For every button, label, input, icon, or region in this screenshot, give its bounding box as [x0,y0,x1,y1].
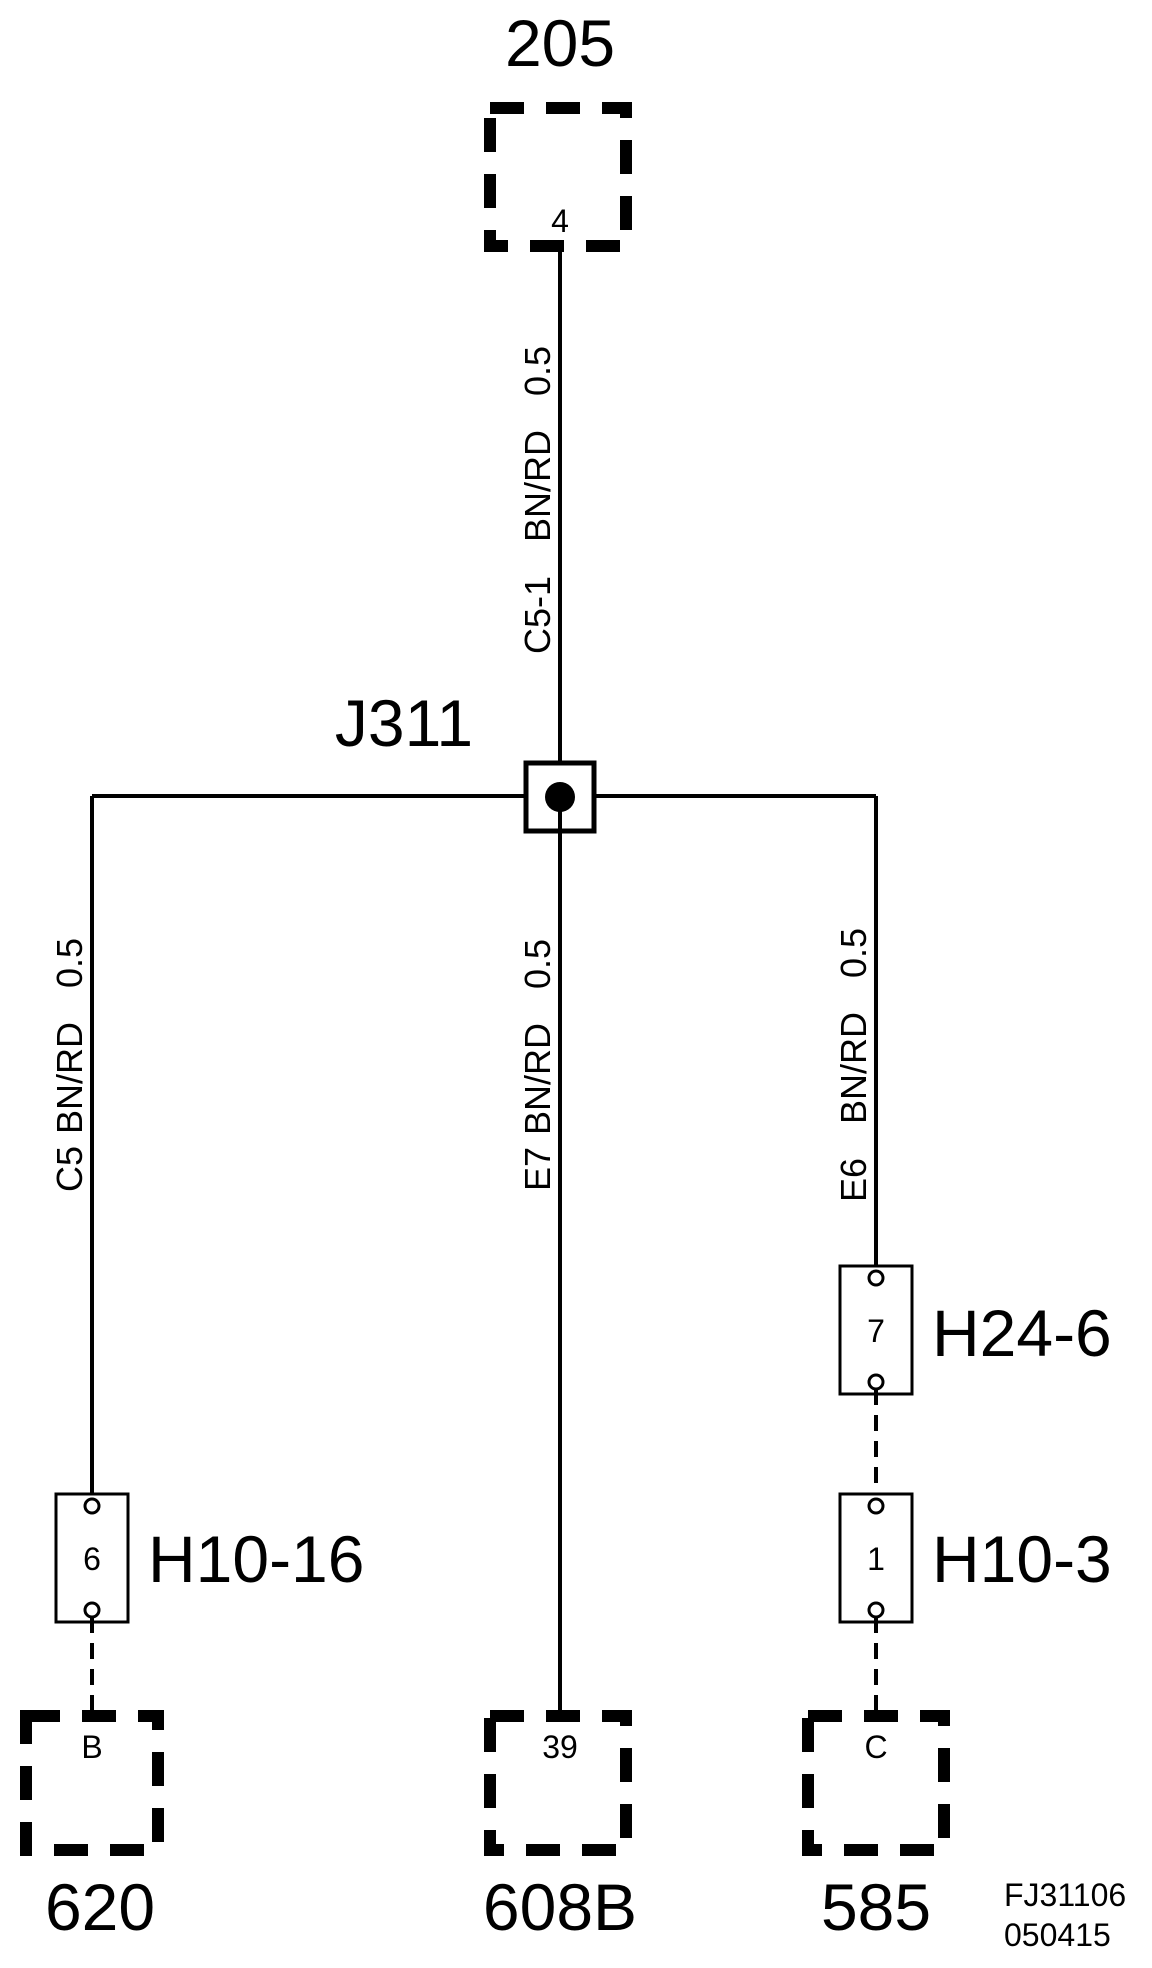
connector-h10-3-pin-label: 1 [867,1541,885,1577]
wire-e7-label: E7BN/RD0.5 [517,939,558,1191]
connector-h10-3-pin-top [867,1497,885,1515]
module-205-label: 205 [505,6,615,80]
connector-h10-16-body [54,1492,130,1624]
module-608b-label: 608B [483,1870,637,1944]
connector-h24-6-pin-label: 7 [867,1313,885,1349]
connector-h10-16-label: H10-16 [148,1522,364,1596]
connector-h10-16: 6 H10-16 [54,1492,364,1624]
connector-h24-6-pin-top [867,1269,885,1287]
module-585-pin: C [864,1729,887,1765]
drawing-code-line-1: FJ31106 [1004,1877,1126,1913]
wire-e6-label: E6BN/RD0.5 [833,928,874,1202]
connector-h10-16-pin-label: 6 [83,1541,101,1577]
module-608b-pin: 39 [542,1729,578,1765]
module-205: 205 4 [484,6,632,252]
splice-j311-label: J311 [335,686,473,760]
connector-h10-3-pin-bottom [867,1601,885,1619]
module-608b-box [484,1710,632,1856]
module-585: C 585 [802,1710,950,1944]
connector-h10-16-pin-top [83,1497,101,1515]
module-608b: 39 608B [483,1710,637,1944]
module-620-box [20,1710,164,1856]
connector-h10-16-pin-bottom [83,1601,101,1619]
module-205-pin: 4 [551,203,569,239]
connector-h10-3-body [838,1492,914,1624]
wire-c5-1: C5-1BN/RD0.5 [517,244,562,796]
wire-e7: E7BN/RD0.5 [517,796,562,1716]
connector-h24-6-pin-bottom [867,1373,885,1391]
wire-c5-label: C5BN/RD0.5 [49,938,90,1192]
splice-j311: J311 [92,686,876,834]
drawing-code-line-2: 050415 [1004,1917,1111,1953]
connector-h24-6-label: H24-6 [932,1296,1112,1370]
connector-h10-3: 1 H10-3 [838,1492,1112,1624]
connector-h10-3-label: H10-3 [932,1522,1112,1596]
module-585-label: 585 [821,1870,931,1944]
module-585-box [802,1710,950,1856]
wire-e6: E6BN/RD0.5 [833,796,878,1266]
wire-c5: C5BN/RD0.5 [49,796,94,1496]
wire-c5-1-label: C5-1BN/RD0.5 [517,346,558,654]
drawing-code: FJ31106 050415 [1004,1877,1126,1953]
module-620-pin: B [81,1729,102,1765]
module-620-label: 620 [45,1870,155,1944]
connector-h24-6: 7 H24-6 [838,1264,1112,1396]
module-620: B 620 [20,1710,164,1944]
